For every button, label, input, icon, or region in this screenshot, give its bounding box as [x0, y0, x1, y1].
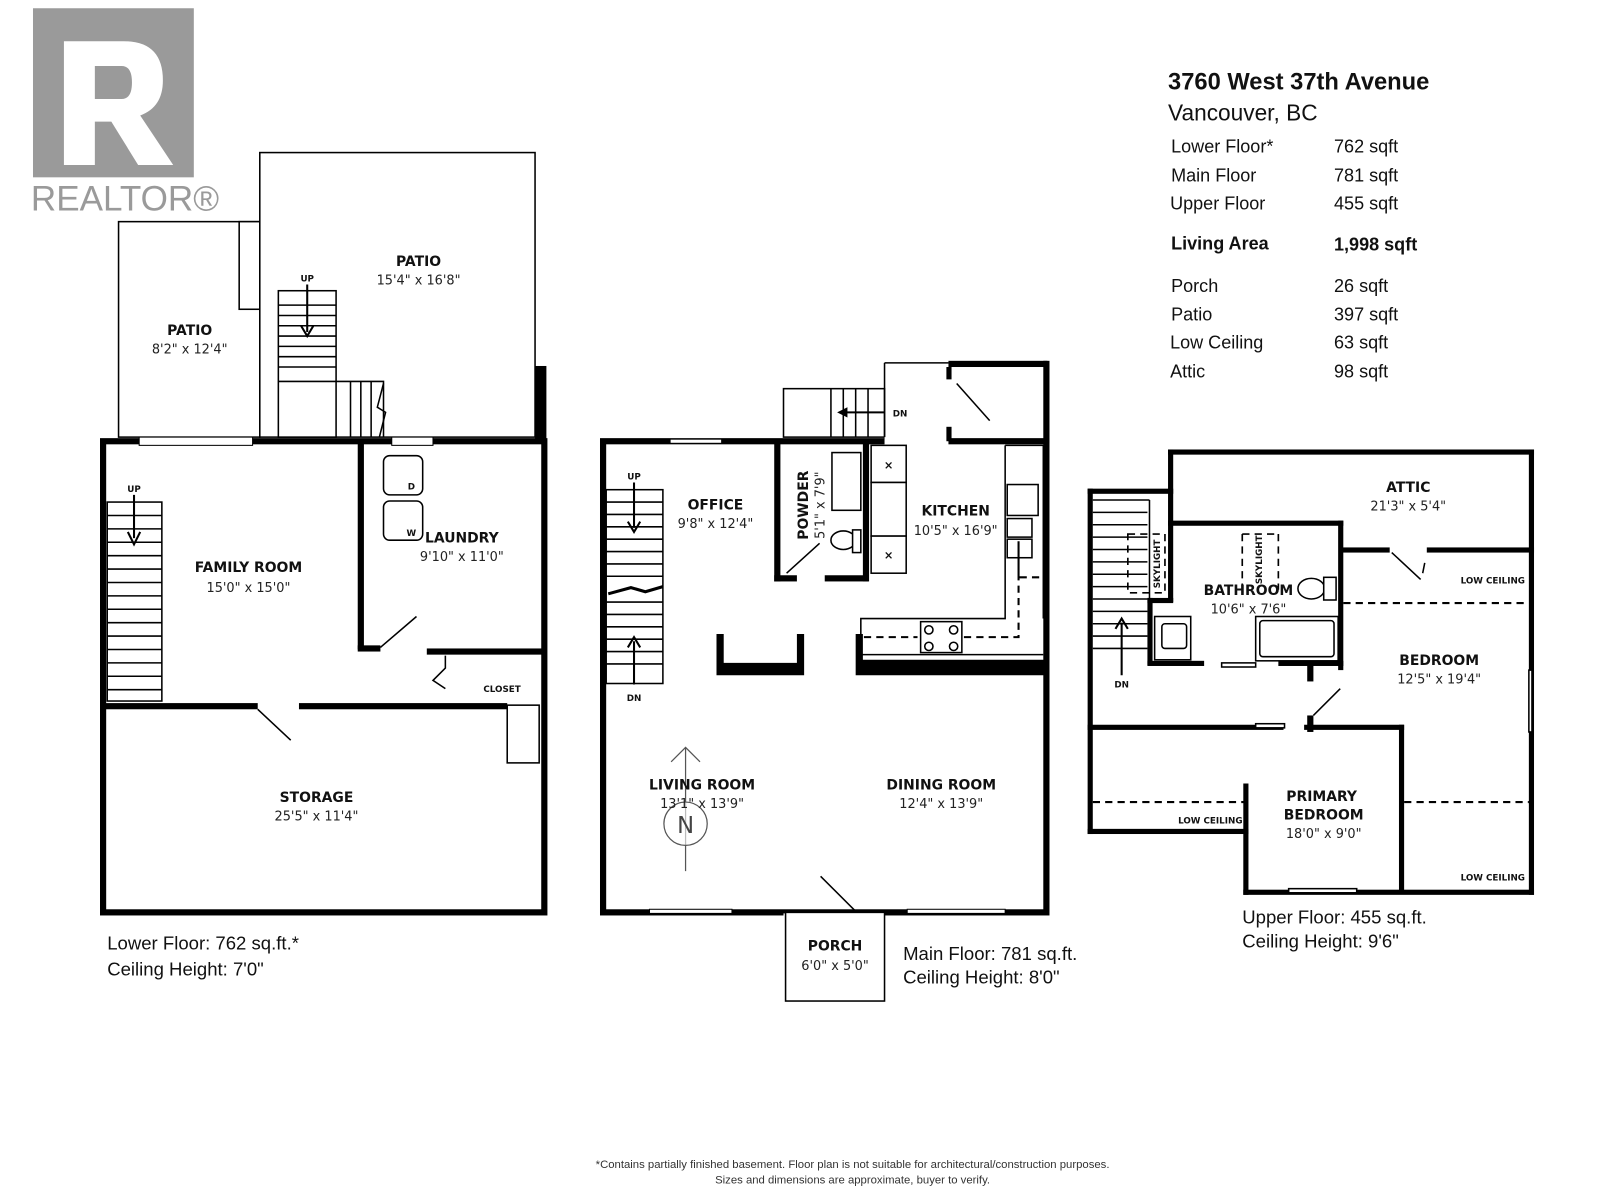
- room-name-line2: BEDROOM: [1284, 808, 1364, 824]
- area-summary-table: Lower Floor* 762 sqft Main Floor 781 sqf…: [1170, 137, 1417, 382]
- washer-label: W: [407, 529, 417, 539]
- room-name: OFFICE: [688, 497, 744, 513]
- stairs-down-label: DN: [1114, 681, 1129, 691]
- area-label: Patio: [1171, 305, 1212, 325]
- property-city: Vancouver, BC: [1168, 100, 1318, 126]
- room-name: PORCH: [808, 939, 863, 955]
- skylight-label: SKYLIGHT: [1153, 540, 1163, 589]
- upper-floor-ceiling: Ceiling Height: 9'6": [1242, 930, 1399, 951]
- skylight-label: SKYLIGHT: [1255, 535, 1265, 584]
- dryer-label: D: [408, 483, 415, 493]
- closet-label: CLOSET: [483, 685, 520, 695]
- area-value: 762 sqft: [1334, 137, 1398, 157]
- realtor-logo-text: REALTOR®: [31, 179, 219, 218]
- room-name: STORAGE: [280, 790, 354, 806]
- stairs-down-label: DN: [627, 694, 642, 704]
- room-name: PATIO: [167, 323, 212, 339]
- main-floor-ceiling: Ceiling Height: 8'0": [903, 967, 1060, 988]
- low-ceiling-label: LOW CEILING: [1461, 873, 1525, 883]
- lower-floor-plan: D W UP UP CLOSET PATIO 8'2" x 12'4" PATI…: [99, 151, 548, 979]
- room-name: ATTIC: [1386, 480, 1430, 496]
- room-dims: 10'5" x 16'9": [914, 524, 998, 539]
- room-dims: 12'4" x 13'9": [899, 797, 983, 812]
- area-value: 455 sqft: [1334, 193, 1398, 213]
- area-value: 781 sqft: [1334, 165, 1398, 185]
- room-dims: 9'8" x 12'4": [678, 517, 754, 532]
- svg-text:×: ×: [884, 458, 894, 472]
- room-name: FAMILY ROOM: [195, 560, 302, 576]
- stairs-up-label: UP: [127, 485, 141, 495]
- room-dims: 25'5" x 11'4": [275, 810, 359, 825]
- stairs-down-label: DN: [893, 409, 908, 419]
- north-arrow-icon: N: [663, 746, 708, 872]
- room-name: BATHROOM: [1204, 583, 1294, 599]
- room-name: LAUNDRY: [425, 530, 500, 546]
- office-stairs: [605, 482, 664, 685]
- room-dims: 15'4" x 16'8": [377, 274, 461, 289]
- room-dims: 10'6" x 7'6": [1211, 602, 1287, 617]
- room-dims: 13'1" x 13'9": [660, 797, 744, 812]
- room-dims: 12'5" x 19'4": [1397, 673, 1481, 688]
- room-dims: 18'0" x 9'0": [1286, 827, 1362, 842]
- kitchen-counters: × ×: [860, 444, 1045, 656]
- area-label: Lower Floor*: [1171, 137, 1273, 157]
- main-floor-plan: DN × ×: [600, 360, 1077, 1002]
- room-name: PRIMARY: [1286, 789, 1358, 805]
- stairs-up-label: UP: [300, 274, 314, 284]
- room-name: POWDER: [796, 470, 812, 539]
- room-dims: 6'0" x 5'0": [801, 959, 868, 974]
- washer-icon: [382, 500, 424, 541]
- property-address: 3760 West 37th Avenue: [1168, 70, 1429, 96]
- area-value: 98 sqft: [1334, 361, 1388, 381]
- area-label: Low Ceiling: [1170, 332, 1263, 352]
- main-floor-caption: Main Floor: 781 sq.ft.: [903, 943, 1077, 964]
- upper-floor-caption: Upper Floor: 455 sq.ft.: [1242, 907, 1427, 928]
- svg-text:×: ×: [884, 548, 894, 562]
- low-ceiling-label: LOW CEILING: [1178, 817, 1242, 827]
- area-value: 63 sqft: [1334, 332, 1388, 352]
- upper-floor-plan: DN SKYLIGHT SKYLIGHT ATTIC 21'3" x 5'4" …: [1087, 449, 1535, 951]
- realtor-logo: REALTOR®: [31, 8, 219, 218]
- family-room-stairs: [106, 494, 163, 702]
- room-name: DINING ROOM: [886, 778, 996, 794]
- stairs-up-label: UP: [627, 472, 641, 482]
- room-dims: 8'2" x 12'4": [152, 343, 228, 358]
- dryer-icon: [382, 454, 424, 496]
- area-value: 397 sqft: [1334, 305, 1398, 325]
- room-dims: 21'3" x 5'4": [1370, 499, 1446, 514]
- disclaimer-line-2: Sizes and dimensions are approximate, bu…: [715, 1175, 990, 1187]
- area-value: 26 sqft: [1334, 276, 1388, 296]
- room-dims: 15'0" x 15'0": [207, 581, 291, 596]
- lower-floor-caption: Lower Floor: 762 sq.ft.*: [107, 932, 299, 953]
- room-name: PATIO: [396, 254, 441, 270]
- area-label: Porch: [1171, 276, 1218, 296]
- room-dims: 5'1" x 7'9": [814, 471, 829, 538]
- room-name: KITCHEN: [921, 503, 989, 519]
- area-label: Attic: [1170, 361, 1205, 381]
- room-name: LIVING ROOM: [649, 778, 755, 794]
- closet-shelf: [506, 704, 540, 764]
- disclaimer-line-1: *Contains partially finished basement. F…: [596, 1159, 1110, 1171]
- upper-stairs: [1092, 499, 1151, 676]
- room-dims: 9'10" x 11'0": [420, 550, 504, 565]
- area-value-total: 1,998 sqft: [1334, 235, 1417, 255]
- compass-north-label: N: [677, 813, 694, 839]
- room-name: BEDROOM: [1399, 653, 1479, 669]
- area-label-total: Living Area: [1171, 233, 1269, 253]
- lower-floor-ceiling: Ceiling Height: 7'0": [107, 958, 264, 979]
- area-label: Upper Floor: [1170, 193, 1265, 213]
- area-label: Main Floor: [1171, 165, 1256, 185]
- low-ceiling-label: LOW CEILING: [1461, 577, 1525, 587]
